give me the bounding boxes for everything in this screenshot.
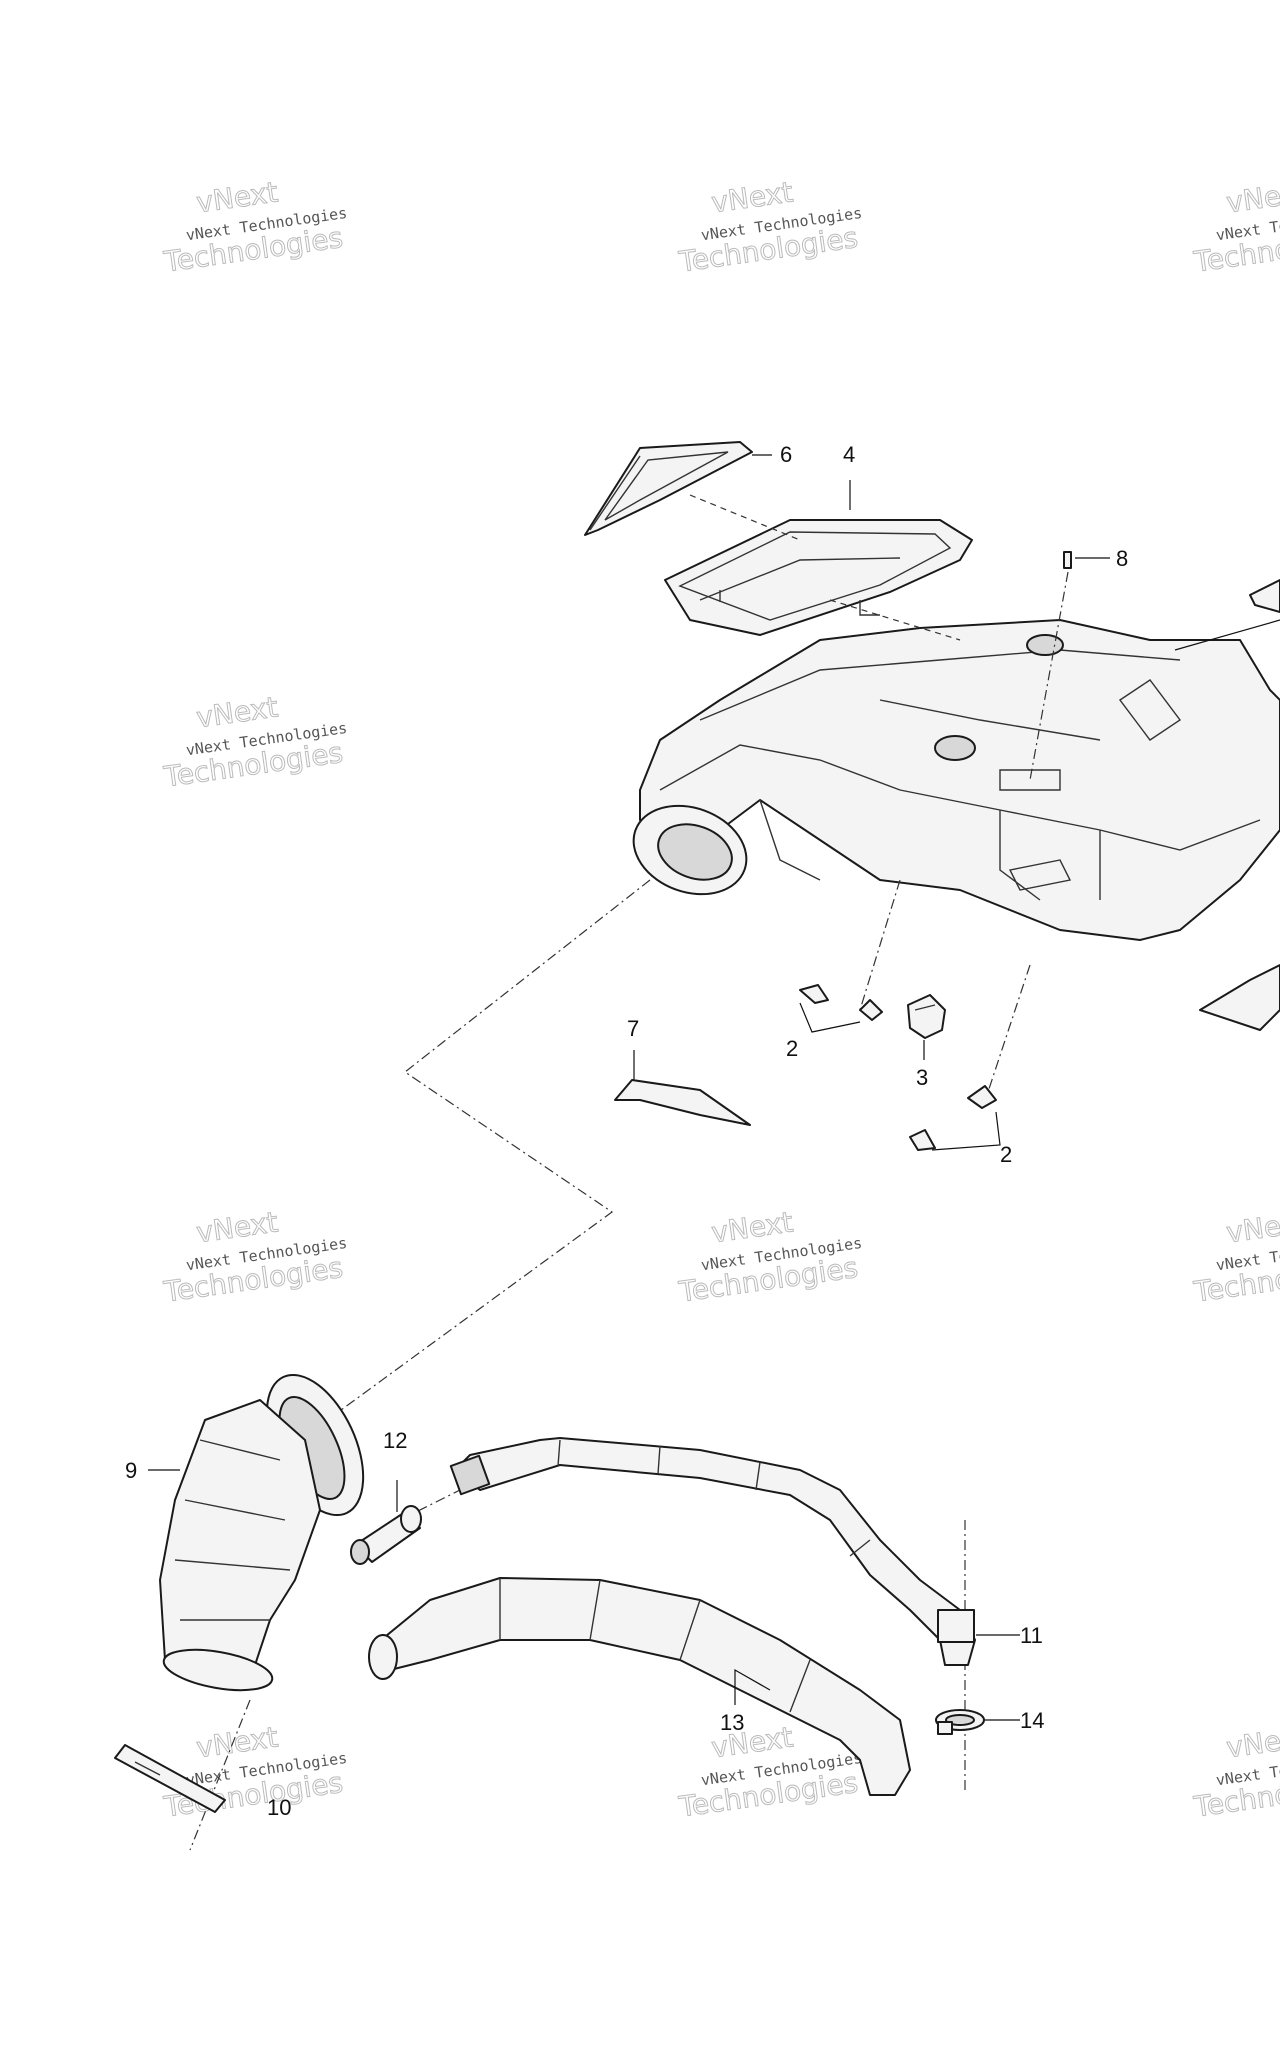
part-2-clips xyxy=(799,984,997,1151)
watermark-text-vnext: vNext xyxy=(194,690,280,734)
callout-13: 13 xyxy=(720,1710,744,1735)
watermark-text-vnext: vNext xyxy=(1224,175,1280,219)
part-9-intake-boot xyxy=(159,1373,365,1692)
callout-11: 11 xyxy=(1020,1623,1043,1648)
callout-14: 14 xyxy=(1020,1708,1044,1733)
watermark: vNext vNext Technologies Technologies xyxy=(1191,1720,1280,1824)
watermark: vNext vNext Technologies Technologies xyxy=(161,1720,349,1824)
watermark: vNext vNext Technologies Technologies xyxy=(1191,175,1280,279)
leader-lines xyxy=(148,454,1280,1721)
watermark-text-vnext: vNext xyxy=(194,1205,280,1249)
callout-labels: 6 4 8 7 2 3 2 9 12 11 13 14 10 xyxy=(125,442,1128,1820)
callout-2-upper: 2 xyxy=(786,1036,798,1061)
callout-3: 3 xyxy=(916,1065,928,1090)
part-10-plate xyxy=(114,1744,226,1813)
part-3-clamp xyxy=(907,994,946,1039)
callout-12: 12 xyxy=(383,1428,407,1453)
watermark-text-vnext: vNext xyxy=(709,175,795,219)
part-4-air-filter-element xyxy=(664,519,973,636)
callout-4: 4 xyxy=(843,442,855,467)
watermark: vNext vNext Technologies Technologies xyxy=(161,175,349,279)
part-11-breather-hose xyxy=(449,1437,976,1666)
watermark: vNext vNext Technologies Technologies xyxy=(1191,1205,1280,1309)
callout-7: 7 xyxy=(627,1016,639,1041)
watermark-text-vnext: vNext xyxy=(1224,1720,1280,1764)
part-7-shield xyxy=(614,1079,751,1126)
callout-8: 8 xyxy=(1116,546,1128,571)
callout-2-lower: 2 xyxy=(1000,1142,1012,1167)
watermark-text-vnext: vNext xyxy=(194,1720,280,1764)
callout-10: 10 xyxy=(267,1795,291,1820)
watermark-text-vnext: vNext xyxy=(194,175,280,219)
part-8-pin xyxy=(1063,551,1072,569)
watermark: vNext vNext Technologies Technologies xyxy=(161,1205,349,1309)
callout-9: 9 xyxy=(125,1458,137,1483)
watermark: vNext vNext Technologies Technologies xyxy=(676,1205,864,1309)
part-6-filter-frame xyxy=(584,441,753,536)
watermark: vNext vNext Technologies Technologies xyxy=(676,175,864,279)
watermark-text-vnext: vNext xyxy=(709,1205,795,1249)
airbox-housing xyxy=(632,579,1280,1031)
part-13-large-hose xyxy=(368,1577,911,1796)
watermark: vNext vNext Technologies Technologies xyxy=(161,690,349,794)
watermark-grid: vNext vNext Technologies Technologies vN… xyxy=(161,175,1280,1824)
callout-6: 6 xyxy=(780,442,792,467)
watermark-text-vnext: vNext xyxy=(1224,1205,1280,1249)
part-12-fitting xyxy=(350,1505,422,1565)
part-14-hose-clamp xyxy=(935,1709,985,1735)
